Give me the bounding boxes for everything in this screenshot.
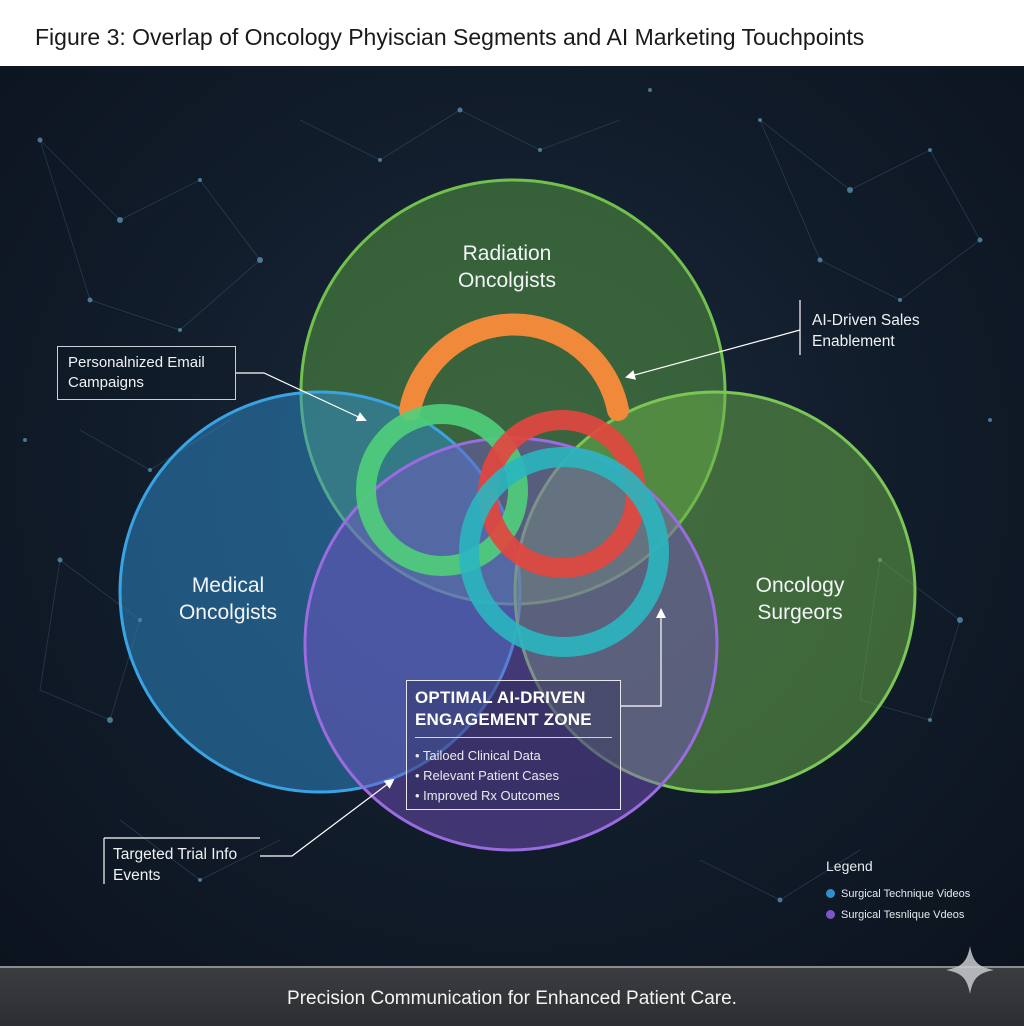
engagement-zone-box: OPTIMAL AI-DRIVEN ENGAGEMENT ZONE • Tail… <box>406 680 621 810</box>
email-campaigns-callout: Personalnized Email Campaigns <box>57 346 236 400</box>
legend-item-label: Surgical Tesnlique Vdeos <box>841 909 965 921</box>
legend-title: Legend <box>826 858 873 874</box>
email-callout-line1: Personalnized Email <box>68 354 205 371</box>
zone-title-line2: ENGAGEMENT ZONE <box>415 710 592 729</box>
medical-oncologists-label: Medical Oncolgists <box>158 572 298 626</box>
zone-title-line1: OPTIMAL AI-DRIVEN <box>415 688 586 707</box>
email-leader-line <box>236 372 367 422</box>
title-bar: Figure 3: Overlap of Oncology Phyiscian … <box>0 0 1024 66</box>
legend: Legend Surgical Technique Videos Surgica… <box>826 858 970 926</box>
oncology-surgeons-label: Oncology Surgeors <box>730 572 870 626</box>
trial-callout-line1: Targeted Trial Info <box>113 846 238 863</box>
email-callout-line2: Campaigns <box>68 374 144 391</box>
footer-tagline: Precision Communication for Enhanced Pat… <box>287 988 737 1009</box>
zone-leader-line <box>621 608 666 707</box>
diagram-canvas: Radiation Oncolgists Medical Oncolgists … <box>0 66 1024 966</box>
venn-diagram <box>23 88 992 903</box>
medical-label-line2: Oncolgists <box>178 601 278 624</box>
trial-info-callout: Targeted Trial Info Events <box>113 844 237 886</box>
network-nodes <box>23 88 992 903</box>
surgeons-label-line1: Oncology <box>755 574 845 597</box>
orange-arc <box>399 313 629 421</box>
green-ring <box>356 404 528 576</box>
footer-bar: Precision Communication for Enhanced Pat… <box>0 966 1024 1026</box>
radiation-label-line1: Radiation <box>462 242 552 265</box>
radiation-label-line2: Oncolgists <box>457 269 557 292</box>
zone-item: • Improved Rx Outcomes <box>415 788 560 803</box>
zone-divider <box>415 737 612 738</box>
legend-item-label: Surgical Technique Videos <box>841 888 971 900</box>
radiation-oncologists-label: Radiation Oncolgists <box>437 240 577 294</box>
sales-leader-line <box>625 329 801 380</box>
legend-item: Surgical Tesnlique Vdeos <box>826 905 970 926</box>
surgeons-label-line2: Surgeors <box>757 601 843 624</box>
legend-item: Surgical Technique Videos <box>826 884 970 905</box>
cyan-ring <box>459 447 669 657</box>
sales-enablement-callout: AI-Driven Sales Enablement <box>812 310 920 352</box>
legend-swatch-blue <box>826 889 835 898</box>
sales-callout-line1: AI-Driven Sales <box>812 312 920 329</box>
oncology-surgeons-circle <box>513 390 917 794</box>
figure-title: Figure 3: Overlap of Oncology Phyiscian … <box>35 24 865 50</box>
trial-leader-line <box>260 778 395 857</box>
zone-item: • Tailoed Clinical Data <box>415 748 541 763</box>
medical-label-line1: Medical <box>191 574 265 597</box>
sales-callout-line2: Enablement <box>812 333 895 350</box>
sparkle-icon <box>946 946 994 994</box>
legend-swatch-purple <box>826 910 835 919</box>
zone-item: • Relevant Patient Cases <box>415 768 560 783</box>
trial-callout-line2: Events <box>113 867 161 884</box>
